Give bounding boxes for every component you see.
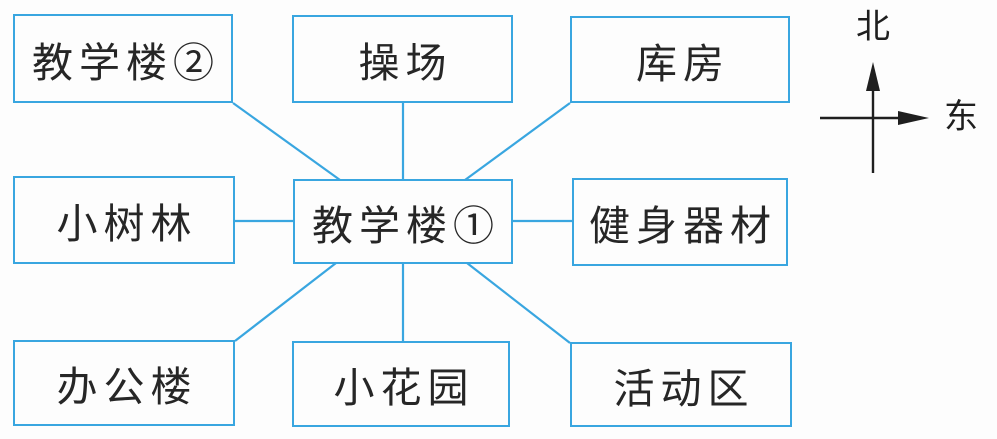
- compass-east-arrowhead: [898, 111, 929, 125]
- edge-center-to-office-building: [234, 262, 337, 342]
- node-teaching-building-2-label: 教学楼②: [32, 38, 220, 87]
- edge-center-to-teaching-building-2: [232, 102, 341, 181]
- node-activity-area-label: 活动区: [613, 364, 755, 413]
- compass-north-label: 北: [856, 7, 890, 47]
- node-storehouse-label: 库房: [636, 39, 730, 88]
- edge-center-to-activity-area: [466, 262, 571, 344]
- node-garden-label: 小花园: [333, 364, 475, 412]
- node-storehouse: 库房: [570, 16, 790, 103]
- node-playground-label: 操场: [358, 39, 453, 87]
- node-teaching-building-1: 教学楼①: [293, 179, 513, 264]
- node-teaching-building-1-label: 教学楼①: [312, 201, 500, 250]
- node-office-building-label: 办公楼: [56, 363, 198, 411]
- node-teaching-building-2: 教学楼②: [13, 14, 233, 103]
- node-office-building: 办公楼: [13, 340, 235, 426]
- node-woods: 小树林: [13, 176, 235, 264]
- edge-center-to-storehouse: [464, 102, 571, 181]
- compass-north-arrowhead: [866, 62, 880, 91]
- node-fitness-equipment-label: 健身器材: [589, 202, 777, 250]
- node-fitness-equipment: 健身器材: [572, 178, 788, 266]
- node-woods-label: 小树林: [56, 200, 198, 248]
- compass-east-label: 东: [944, 97, 978, 137]
- node-activity-area: 活动区: [570, 342, 792, 427]
- node-playground: 操场: [292, 15, 513, 103]
- compass-icon: [820, 62, 929, 173]
- node-garden: 小花园: [292, 341, 510, 427]
